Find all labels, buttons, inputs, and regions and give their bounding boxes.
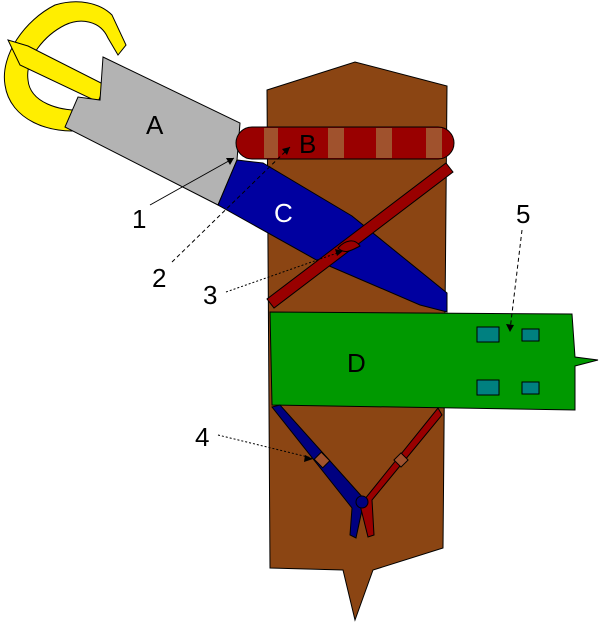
- label-5: 5: [516, 199, 530, 229]
- belt-green: [269, 311, 599, 411]
- collar-band-1: [264, 128, 278, 158]
- arrowhead-5: [506, 324, 514, 332]
- leader-4: [217, 434, 313, 459]
- label-c: C: [274, 198, 293, 228]
- leader-5: [509, 229, 523, 331]
- cord-bead-blue: [313, 451, 331, 469]
- blade-blue: [217, 159, 448, 313]
- leader-3: [225, 250, 344, 293]
- cord-knot: [355, 495, 369, 509]
- arrowhead-2: [282, 147, 290, 155]
- arrowhead-1: [226, 158, 234, 165]
- belt-hole-1: [476, 326, 500, 343]
- hilt: [3, 1, 241, 206]
- collar-band-3: [376, 128, 392, 158]
- label-3: 3: [203, 280, 217, 310]
- belt-hole-3: [476, 379, 500, 396]
- belt-hole-4: [521, 381, 540, 395]
- belt-hole-2: [521, 328, 540, 342]
- label-2: 2: [152, 263, 166, 293]
- strap-knot: [337, 240, 361, 252]
- strap-3: [266, 162, 454, 309]
- arrowhead-3: [335, 249, 343, 256]
- arrowhead-4: [304, 455, 313, 462]
- label-a: A: [146, 110, 164, 140]
- grip-a: [64, 56, 241, 206]
- belt-d: [269, 311, 599, 411]
- label-b: B: [299, 129, 316, 159]
- leader-1: [149, 157, 235, 206]
- collar-b: [235, 126, 455, 160]
- label-4: 4: [195, 422, 209, 452]
- label-1: 1: [132, 204, 146, 234]
- leader-lines: [149, 146, 523, 462]
- label-d: D: [347, 348, 366, 378]
- blade-c: [217, 159, 448, 313]
- hilt-guard-yellow: [3, 1, 127, 132]
- cord-bead-red: [393, 452, 409, 468]
- collar-ring: [235, 126, 455, 160]
- cords-4: [271, 404, 443, 539]
- collar-band-2: [328, 128, 344, 158]
- strap-red: [266, 162, 454, 309]
- cord-blue: [271, 404, 366, 539]
- collar-band-4: [426, 128, 442, 158]
